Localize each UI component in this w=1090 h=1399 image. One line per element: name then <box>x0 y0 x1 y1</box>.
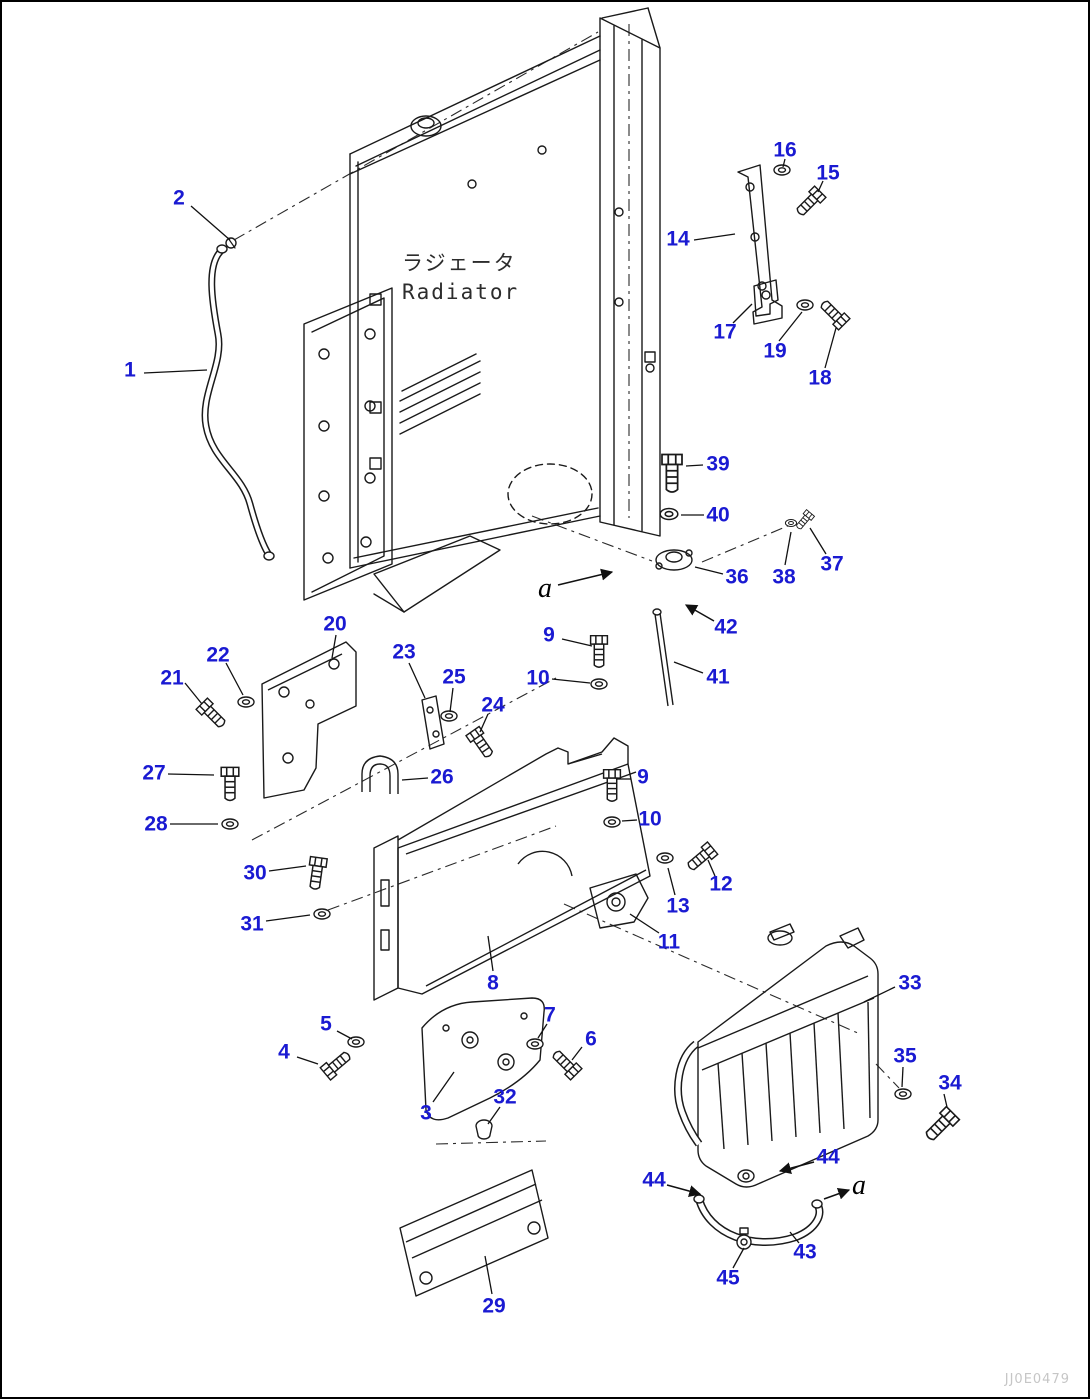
view-marker-a: a <box>852 1170 866 1201</box>
watermark-text: JJ0E0479 <box>1004 1372 1070 1387</box>
callout-36: 36 <box>725 565 749 589</box>
callout-39: 39 <box>706 452 730 476</box>
callout-12: 12 <box>709 872 733 896</box>
callout-11: 11 <box>657 930 681 954</box>
radiator-main-drawing <box>303 7 661 613</box>
callout-35: 35 <box>893 1044 917 1068</box>
callout-7: 7 <box>544 1003 556 1027</box>
callout-37: 37 <box>820 552 844 576</box>
callout-34: 34 <box>938 1071 962 1095</box>
callout-5: 5 <box>320 1012 332 1036</box>
callout-19: 19 <box>763 339 787 363</box>
callout-27: 27 <box>142 761 166 785</box>
callout-29: 29 <box>482 1294 506 1318</box>
bracket-14-17-drawing <box>737 164 783 325</box>
cap-36-rod-41-drawing <box>652 549 693 707</box>
callout-43: 43 <box>793 1240 817 1264</box>
callout-45: 45 <box>716 1266 740 1290</box>
callout-20: 20 <box>323 612 347 636</box>
callout-17: 17 <box>713 320 737 344</box>
callout-38: 38 <box>772 565 796 589</box>
callout-44: 44 <box>816 1145 840 1169</box>
callout-26: 26 <box>430 765 454 789</box>
callout-30: 30 <box>243 861 267 885</box>
leader-lines <box>143 158 948 1295</box>
callout-1: 1 <box>124 358 136 382</box>
callout-18: 18 <box>808 366 832 390</box>
callout-40: 40 <box>706 503 730 527</box>
callout-42: 42 <box>714 615 738 639</box>
callout-22: 22 <box>206 643 230 667</box>
callout-9: 9 <box>637 765 649 789</box>
view-marker-a: a <box>538 573 552 604</box>
callout-4: 4 <box>278 1040 290 1064</box>
callout-44: 44 <box>642 1168 666 1192</box>
callout-15: 15 <box>816 161 840 185</box>
radiator-label-en: Radiator <box>402 280 519 304</box>
callout-33: 33 <box>898 971 922 995</box>
callout-3: 3 <box>420 1101 432 1125</box>
callout-6: 6 <box>585 1027 597 1051</box>
callout-31: 31 <box>240 912 264 936</box>
callout-2: 2 <box>173 186 185 210</box>
callout-28: 28 <box>144 812 168 836</box>
radiator-label-jp: ラジェータ <box>402 251 517 275</box>
callout-16: 16 <box>773 138 797 162</box>
callout-10: 10 <box>526 666 550 690</box>
hose-part1-drawing <box>201 237 275 561</box>
callout-25: 25 <box>442 665 466 689</box>
callout-9: 9 <box>543 623 555 647</box>
callout-10: 10 <box>638 807 662 831</box>
callout-24: 24 <box>481 693 505 717</box>
bracket-20-23-26-drawing <box>261 641 445 799</box>
construction-lines <box>233 24 900 1145</box>
callout-32: 32 <box>493 1085 517 1109</box>
frame-8-drawing <box>373 737 651 1001</box>
callout-14: 14 <box>666 227 690 251</box>
callout-23: 23 <box>392 640 416 664</box>
bracket-3-drawing <box>421 997 545 1140</box>
callout-41: 41 <box>706 665 730 689</box>
callout-8: 8 <box>487 971 499 995</box>
plate-29-drawing <box>399 1169 549 1297</box>
callout-21: 21 <box>160 666 184 690</box>
radiator-33-drawing <box>674 923 879 1250</box>
callout-13: 13 <box>666 894 690 918</box>
direction-arrows <box>557 568 851 1200</box>
